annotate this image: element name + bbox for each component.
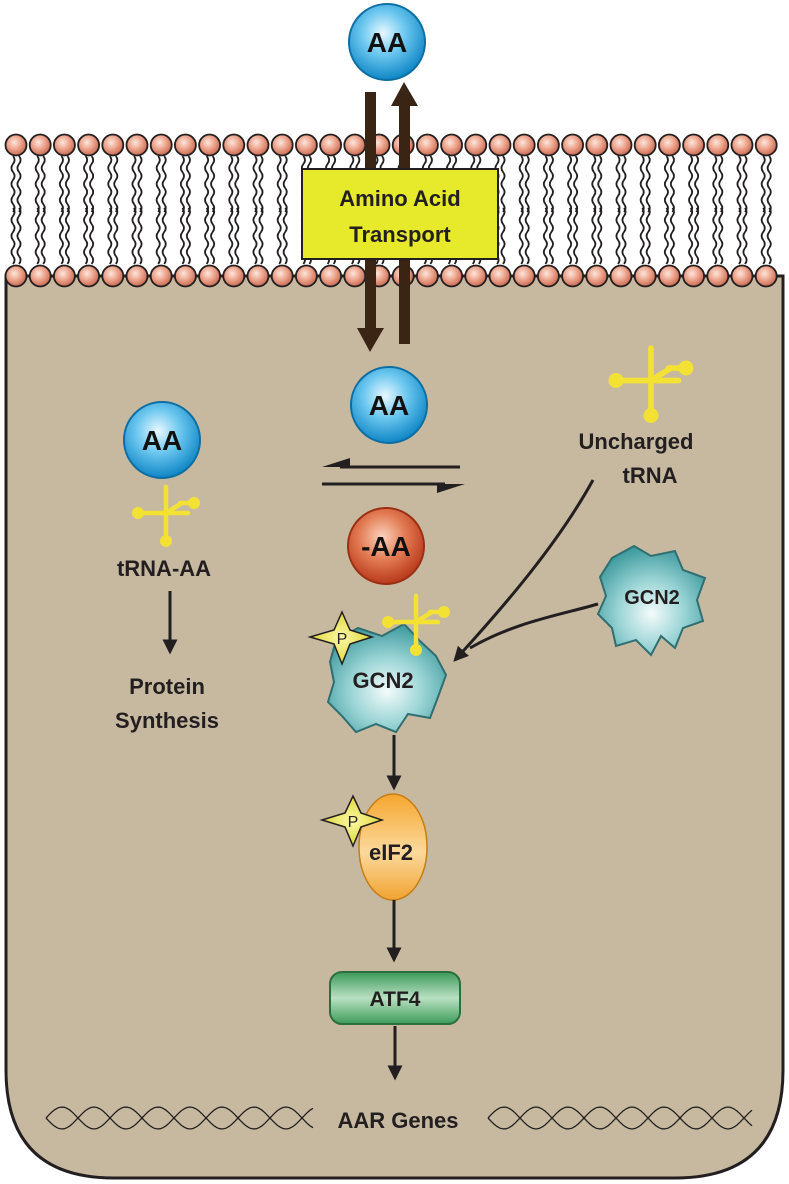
- amino-acid-deprivation: -AA: [347, 507, 425, 585]
- trna-icon: [132, 484, 200, 547]
- transport-label-line1: Amino Acid: [339, 186, 460, 211]
- equilibrium-arrows: [322, 458, 465, 493]
- gcn2-active-label: GCN2: [352, 668, 413, 693]
- gcn2-inactive: GCN2: [596, 544, 707, 657]
- aa-charged-label: AA: [142, 425, 182, 456]
- aa-inside-label: AA: [369, 390, 409, 421]
- lipid-bilayer-icon: [4, 133, 778, 288]
- arrow-trna-to-gcn2: [453, 479, 595, 662]
- atf4-label: ATF4: [370, 988, 421, 1011]
- transport-label-line2: Transport: [349, 222, 451, 247]
- trna-aa-label: tRNA-AA: [117, 556, 211, 581]
- phosphate-star-icon: P: [307, 610, 375, 667]
- amino-acid-transporter: Amino Acid Transport: [301, 168, 499, 260]
- trna-icon: [608, 345, 694, 423]
- amino-acid-outside: AA: [348, 3, 426, 81]
- aar-genes-label: AAR Genes: [337, 1108, 458, 1133]
- eif2-label: eIF2: [369, 840, 413, 865]
- charged-amino-acid: AA: [123, 401, 201, 479]
- phosphate-star-icon: P: [319, 794, 385, 848]
- minus-aa-label: -AA: [361, 531, 411, 562]
- gcn2-free-label: GCN2: [624, 587, 680, 609]
- atf4: ATF4: [329, 971, 461, 1025]
- aa-outside-label: AA: [367, 27, 407, 58]
- eif2: eIF2: [358, 793, 428, 901]
- protein-synthesis-line2: Synthesis: [115, 708, 219, 733]
- trna-icon: [382, 593, 450, 656]
- uncharged-trna-line1: Uncharged: [579, 429, 694, 454]
- uncharged-trna-line2: tRNA: [623, 463, 678, 488]
- lipid-heads: [4, 133, 778, 288]
- protein-synthesis-line1: Protein: [129, 674, 205, 699]
- phospho-eif2-label: P: [348, 814, 359, 831]
- phospho-gcn2-label: P: [337, 631, 348, 648]
- amino-acid-inside: AA: [350, 366, 428, 444]
- dna-helix-icon: [45, 1106, 753, 1130]
- arrow-gcn2-merge: [469, 602, 599, 650]
